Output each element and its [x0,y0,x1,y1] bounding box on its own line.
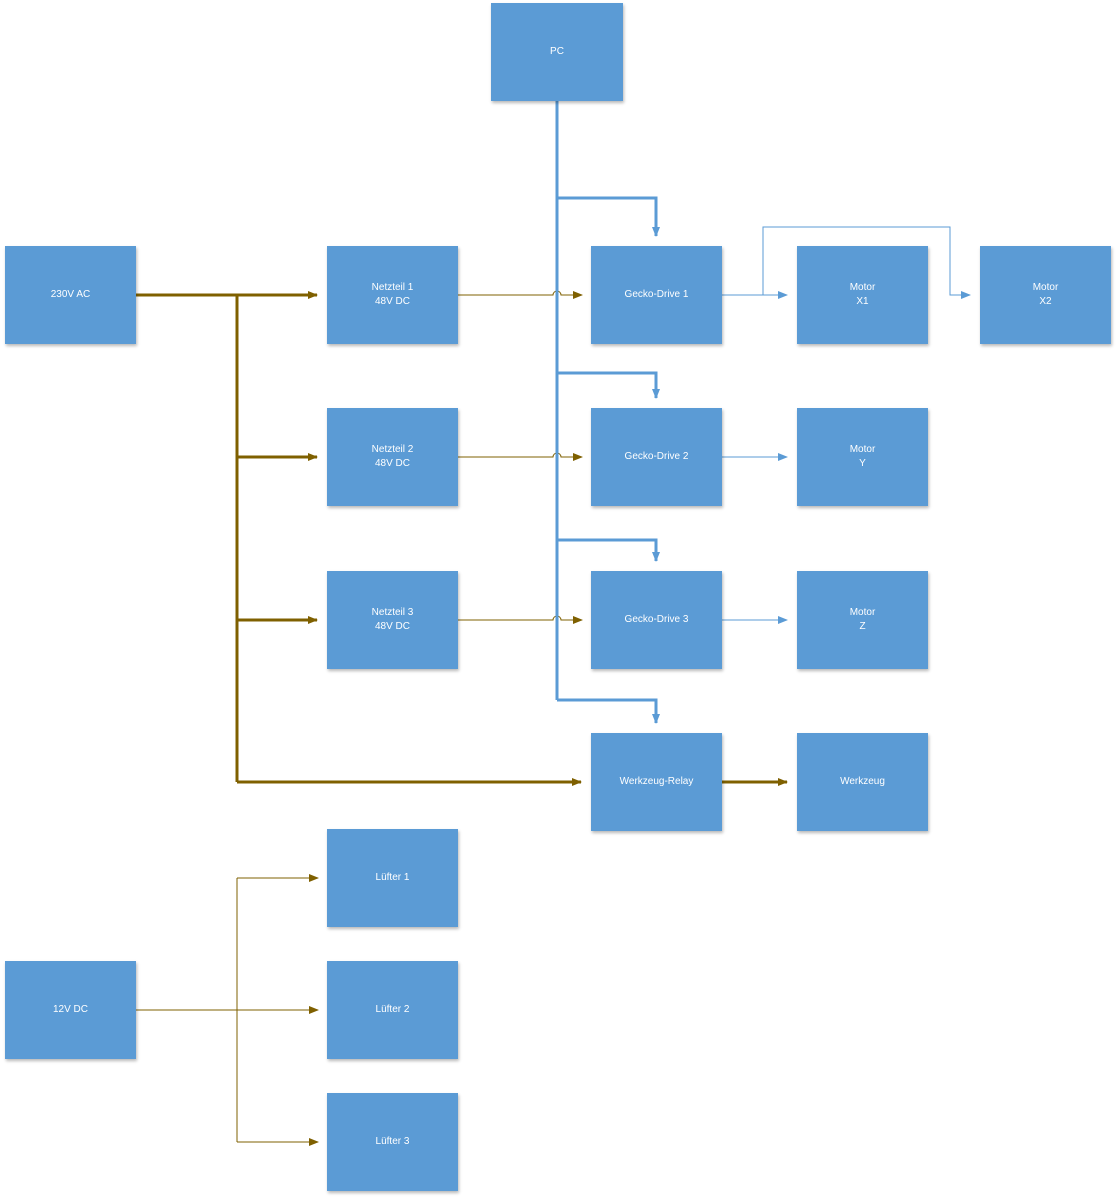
psu1-to-gecko1-line [458,290,583,299]
gecko-drive3-label: Gecko-Drive 3 [624,614,689,625]
psu2-label: Netzteil 2 [371,444,414,455]
dc12-power-box: 12V DC [5,961,136,1059]
motor-z-axis: Z [859,621,866,632]
pc-label: PC [550,46,564,57]
ac-power-box: 230V AC [5,246,136,344]
ac-power-lines [136,291,788,786]
motor-x2-label: Motor [1032,282,1059,293]
motor-z-label: Motor [849,607,876,618]
pc-to-gecko3-line [557,538,660,562]
psu3-box: Netzteil 3 48V DC [327,571,458,669]
psu3-label: Netzteil 3 [371,607,414,618]
fan1-box: Lüfter 1 [327,829,458,927]
motor-x1-axis: X1 [856,296,869,307]
motor-y-box: Motor Y [797,408,928,506]
gecko-drive2-box: Gecko-Drive 2 [591,408,722,506]
pc-to-gecko1-line [557,196,660,237]
tool-relay-box: Werkzeug-Relay [591,733,722,831]
psu3-voltage: 48V DC [374,621,410,632]
gecko-drive2-label: Gecko-Drive 2 [624,451,689,462]
gecko-drive1-label: Gecko-Drive 1 [624,289,689,300]
tool-relay-label: Werkzeug-Relay [619,776,694,787]
motor-x1-label: Motor [849,282,876,293]
dc12-power-lines [136,874,319,1146]
motor-x2-box: Motor X2 [980,246,1111,344]
dc12-power-label: 12V DC [52,1004,88,1015]
motor-x2-axis: X2 [1039,296,1052,307]
pc-to-relay-line [557,698,660,724]
fan3-label: Lüfter 3 [375,1136,410,1147]
motor-y-axis: Y [859,458,866,469]
psu3-to-gecko3-line [458,615,583,624]
psu1-voltage: 48V DC [374,296,410,307]
gecko-drive3-box: Gecko-Drive 3 [591,571,722,669]
psu2-voltage: 48V DC [374,458,410,469]
fan1-label: Lüfter 1 [375,872,410,883]
motor-x1-box: Motor X1 [797,246,928,344]
dc48-power-lines [458,290,583,624]
pc-box: PC [491,3,623,101]
pc-to-gecko2-line [557,371,660,399]
psu2-box: Netzteil 2 48V DC [327,408,458,506]
psu1-box: Netzteil 1 48V DC [327,246,458,344]
motor-y-label: Motor [849,444,876,455]
pc-control-lines [555,101,660,724]
tool-label: Werkzeug [840,776,885,787]
gecko-drive1-box: Gecko-Drive 1 [591,246,722,344]
tool-box: Werkzeug [797,733,928,831]
psu2-to-gecko2-line [458,452,583,461]
psu1-label: Netzteil 1 [371,282,414,293]
motor-z-box: Motor Z [797,571,928,669]
ac-power-label: 230V AC [50,289,91,300]
fan2-label: Lüfter 2 [375,1004,410,1015]
fan2-box: Lüfter 2 [327,961,458,1059]
gecko1-to-motorx2-line [762,226,971,299]
fan3-box: Lüfter 3 [327,1093,458,1191]
motor-signal-lines [722,226,971,624]
